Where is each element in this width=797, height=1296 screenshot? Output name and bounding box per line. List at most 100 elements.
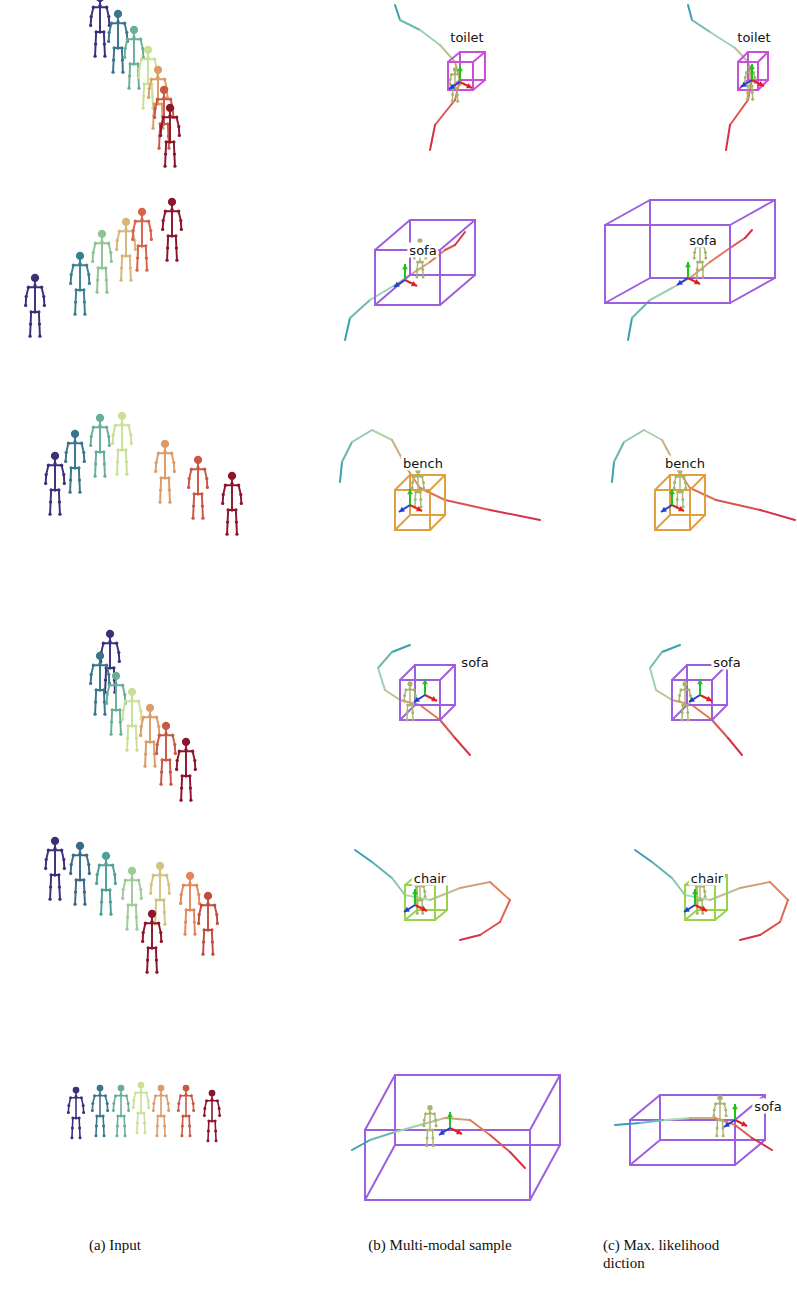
trajectory-line bbox=[612, 462, 614, 482]
skeleton-joint bbox=[73, 313, 76, 316]
skeleton-joint bbox=[89, 682, 92, 685]
trajectory-line bbox=[445, 245, 455, 250]
skeleton-joint bbox=[99, 913, 102, 916]
skeleton-joint bbox=[144, 922, 147, 925]
skeleton-joint bbox=[160, 1093, 163, 1096]
skeleton-joint bbox=[724, 1108, 727, 1111]
skeleton-bone bbox=[169, 116, 171, 142]
skeleton-bone bbox=[208, 1121, 210, 1131]
skeleton-joint bbox=[155, 461, 158, 464]
skeleton-joint bbox=[149, 229, 152, 232]
skeleton-joint bbox=[117, 448, 120, 451]
skeleton-joint bbox=[168, 758, 171, 761]
skeleton-joint bbox=[170, 208, 173, 211]
skeleton-joint bbox=[173, 743, 176, 746]
skeleton-head bbox=[96, 652, 104, 660]
axis-line bbox=[410, 505, 422, 511]
skeleton-joint bbox=[704, 895, 707, 898]
skeleton-joint bbox=[411, 704, 414, 707]
skeleton-joint bbox=[126, 38, 129, 41]
skeleton-bone bbox=[124, 1126, 126, 1136]
skeleton-joint bbox=[673, 481, 676, 484]
skeleton-joint bbox=[92, 6, 95, 9]
skeleton-bone bbox=[679, 476, 680, 492]
skeleton-joint bbox=[188, 882, 191, 885]
skeleton-bone bbox=[103, 690, 105, 702]
skeleton-joint bbox=[198, 913, 201, 916]
skeleton-bone bbox=[79, 264, 81, 290]
skeleton-joint bbox=[103, 475, 106, 478]
skeleton-joint bbox=[93, 55, 96, 58]
skeleton-joint bbox=[161, 758, 164, 761]
skeleton-joint bbox=[112, 433, 115, 436]
object-label: chair bbox=[689, 871, 725, 886]
trajectory-line bbox=[628, 318, 632, 340]
axis-arrowhead bbox=[692, 889, 698, 894]
bounding-box-edge bbox=[672, 665, 687, 680]
skeleton-joint bbox=[725, 1114, 728, 1117]
skeleton-bone bbox=[149, 716, 151, 742]
skeleton-joint bbox=[192, 1109, 195, 1112]
skeleton-joint bbox=[33, 310, 36, 313]
skeleton-head bbox=[204, 892, 212, 900]
skeleton-head bbox=[182, 738, 190, 746]
axis-line bbox=[405, 280, 417, 286]
skeleton-joint bbox=[114, 708, 117, 711]
skeleton-joint bbox=[683, 475, 686, 478]
skeleton-joint bbox=[169, 770, 172, 773]
bounding-box-edge bbox=[672, 705, 687, 720]
skeleton-joint bbox=[162, 219, 165, 222]
skeleton-joint bbox=[681, 704, 684, 707]
skeleton-joint bbox=[121, 684, 124, 687]
skeleton-joint bbox=[454, 72, 457, 75]
trajectory-line bbox=[490, 882, 510, 900]
axis-line bbox=[735, 1120, 747, 1126]
skeleton-joint bbox=[178, 134, 181, 137]
skeleton-joint bbox=[722, 1134, 725, 1137]
skeleton-joint bbox=[100, 240, 103, 243]
skeleton-joint bbox=[114, 882, 117, 885]
skeleton-joint bbox=[83, 300, 86, 303]
object-label: toilet bbox=[448, 30, 485, 45]
skeleton-joint bbox=[125, 928, 128, 931]
bounding-box-edge bbox=[730, 200, 775, 225]
skeleton-joint bbox=[127, 87, 130, 90]
skeleton-joint bbox=[80, 442, 83, 445]
skeleton-joint bbox=[137, 244, 140, 247]
skeleton-joint bbox=[421, 899, 424, 902]
bounding-box-edge bbox=[395, 475, 410, 490]
skeleton-joint bbox=[90, 15, 93, 18]
skeleton-joint bbox=[57, 873, 60, 876]
skeleton-bone bbox=[116, 1126, 118, 1136]
skeleton-joint bbox=[82, 1111, 85, 1114]
skeleton-joint bbox=[164, 210, 167, 213]
skeleton-joint bbox=[126, 915, 129, 918]
skeleton-joint bbox=[206, 1139, 209, 1142]
bounding-box-edge bbox=[365, 1075, 395, 1130]
skeleton-bone bbox=[103, 44, 105, 56]
skeleton-bone bbox=[175, 248, 177, 260]
skeleton-bone bbox=[167, 124, 169, 136]
skeleton-joint bbox=[156, 1124, 159, 1127]
skeleton-joint bbox=[104, 1094, 107, 1097]
bounding-box-edge bbox=[430, 515, 445, 530]
skeleton-joint bbox=[135, 928, 138, 931]
axis-line bbox=[677, 278, 688, 285]
skeleton-bone bbox=[83, 290, 85, 302]
skeleton-bone bbox=[207, 904, 209, 930]
skeleton-bone bbox=[95, 452, 97, 464]
skeleton-head bbox=[128, 867, 136, 875]
skeleton-joint bbox=[110, 260, 113, 263]
skeleton-bone bbox=[109, 890, 111, 902]
skeleton-bone bbox=[58, 490, 60, 502]
skeleton-joint bbox=[105, 426, 108, 429]
skeleton-joint bbox=[197, 922, 200, 925]
skeleton-joint bbox=[148, 714, 151, 717]
bounding-box-front bbox=[605, 225, 730, 303]
axis-arrowhead bbox=[402, 264, 408, 269]
axis-arrowhead bbox=[431, 696, 437, 701]
axis-arrowhead bbox=[421, 906, 427, 911]
skeleton-joint bbox=[78, 478, 81, 481]
skeleton-joint bbox=[193, 759, 196, 762]
